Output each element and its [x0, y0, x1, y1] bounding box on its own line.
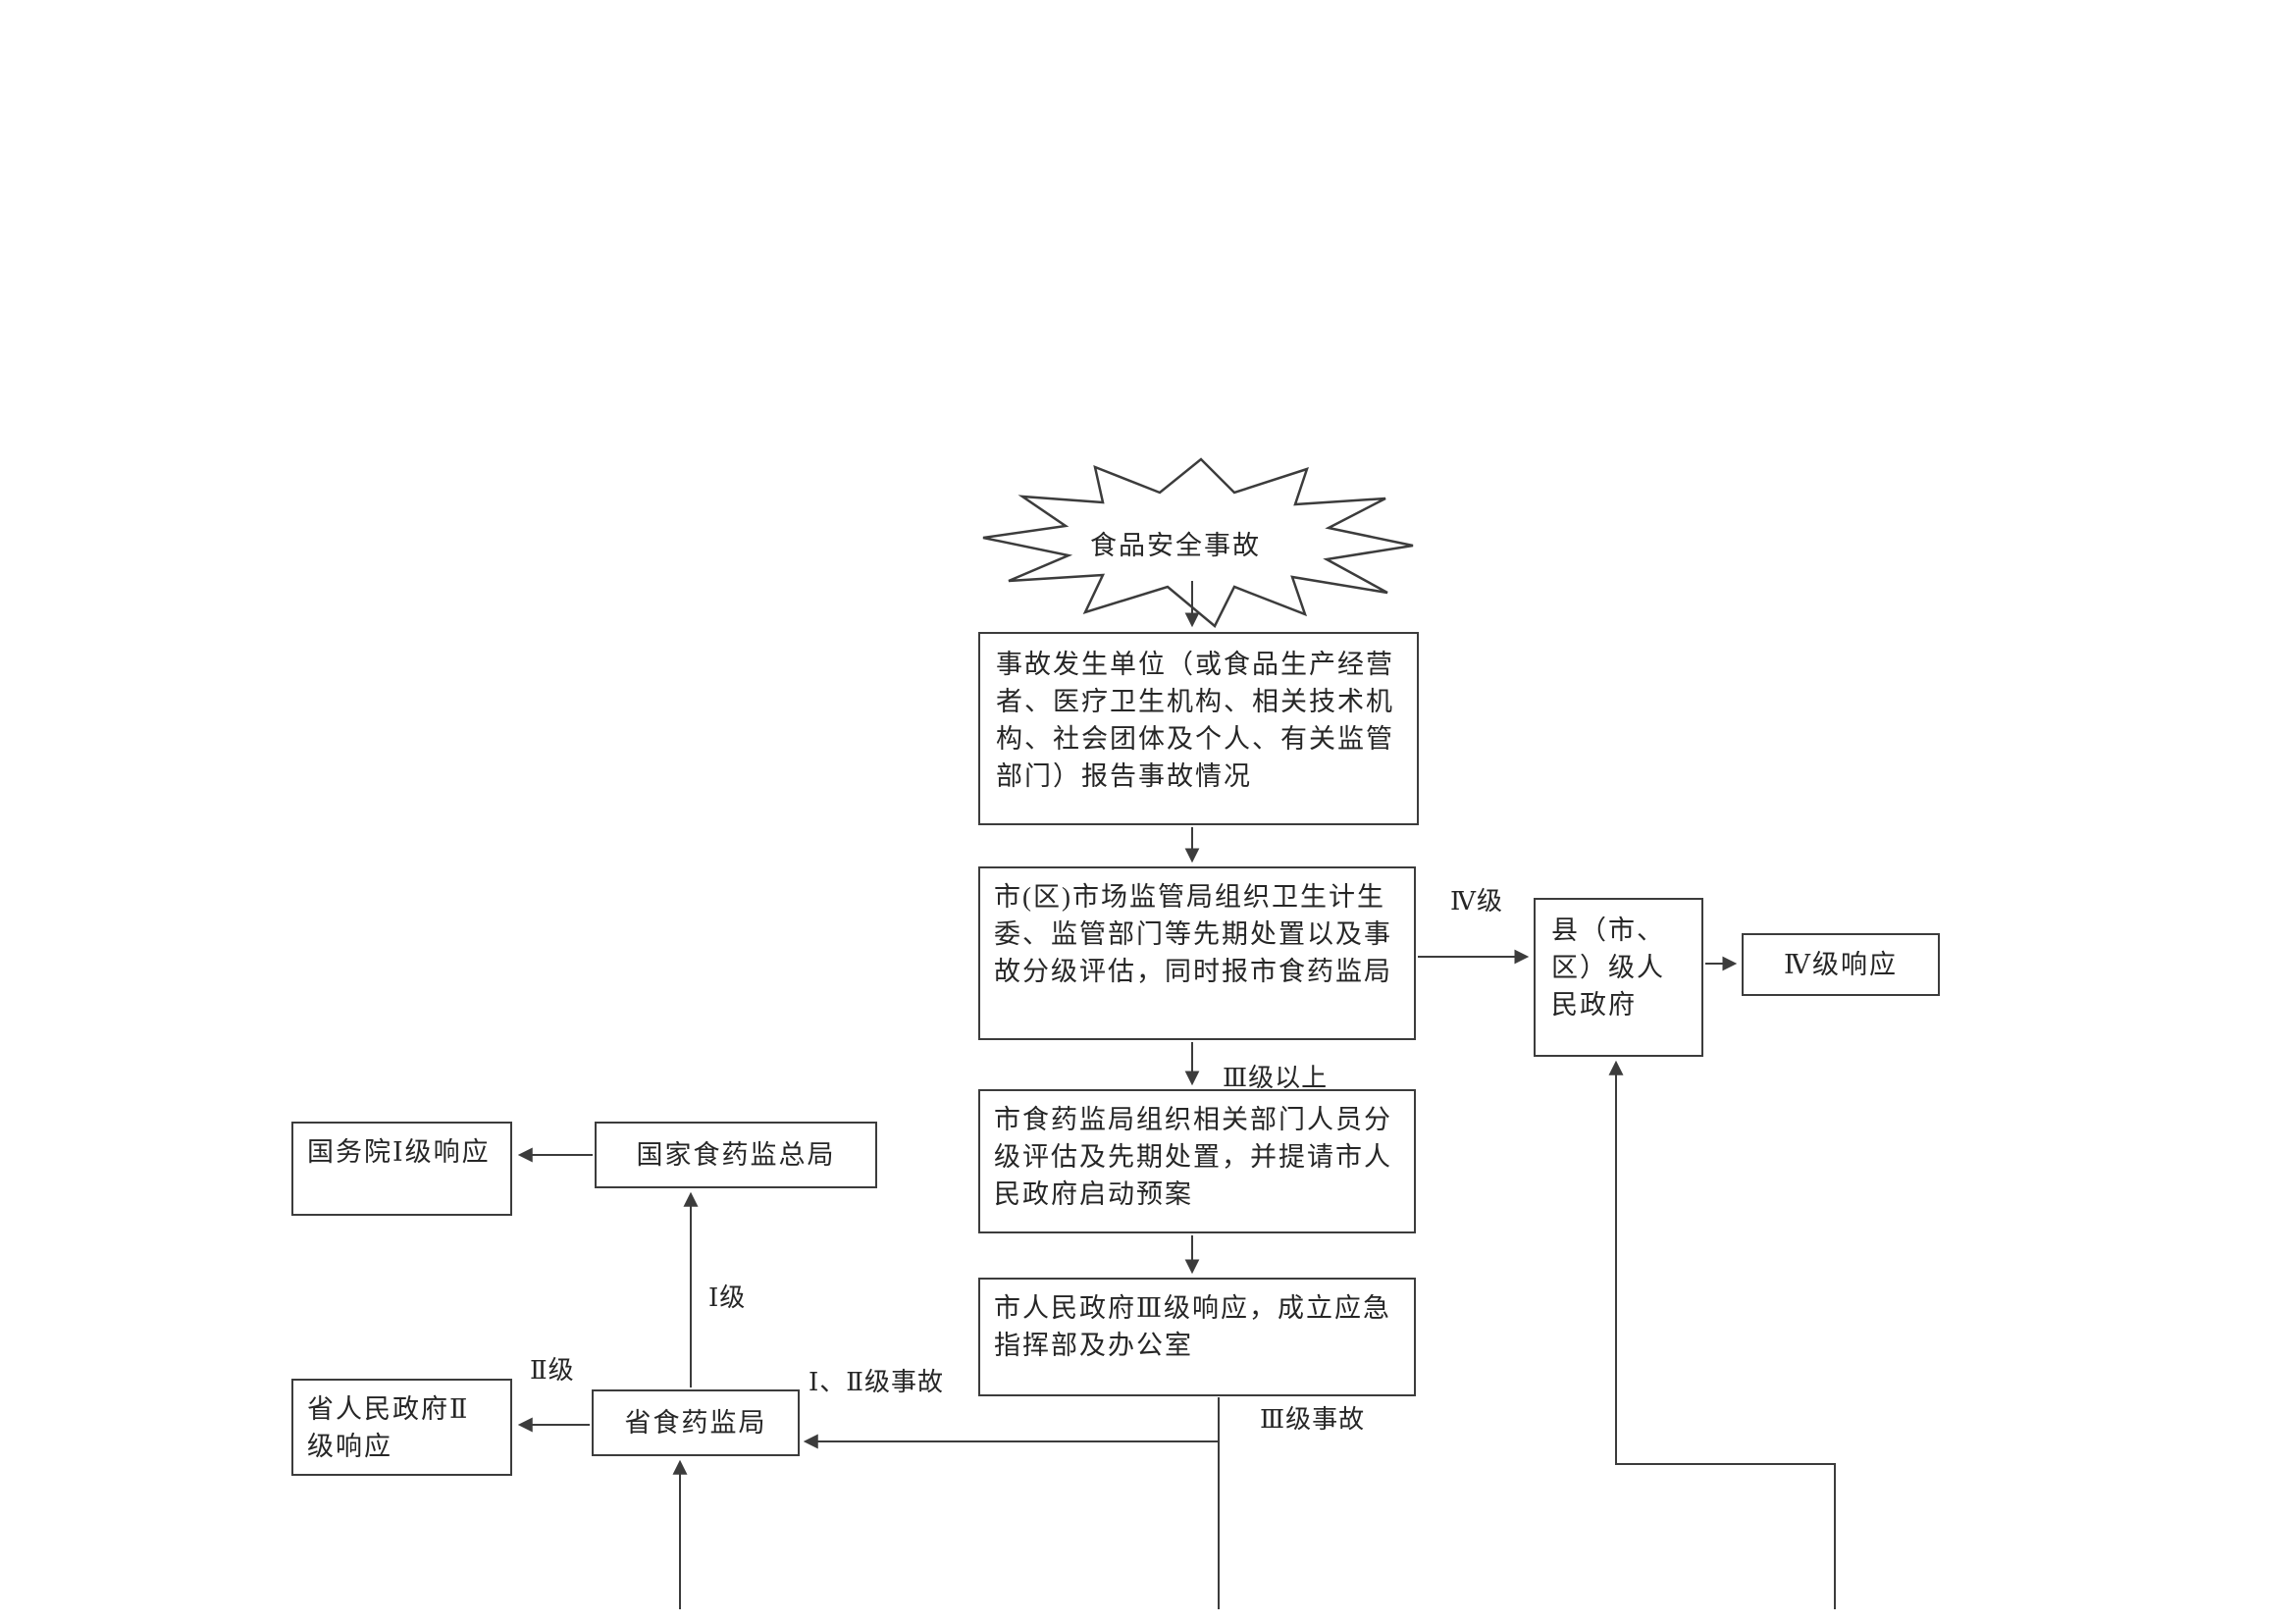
label-level4: Ⅳ级 — [1450, 887, 1503, 916]
box-level4-response: Ⅳ级响应 — [1742, 933, 1940, 996]
box-city-fda: 市食药监局组织相关部门人员分级评估及先期处置，并提请市人民政府启动预案 — [978, 1089, 1416, 1233]
arrow-bottom-to-county — [1608, 1060, 1836, 1609]
burst-label: 食品安全事故 — [1090, 531, 1261, 560]
label-level3-incident: Ⅲ级事故 — [1260, 1405, 1366, 1434]
label-level3-and-above: Ⅲ级以上 — [1223, 1064, 1329, 1092]
box-incident-report: 事故发生单位（或食品生产经营者、医疗卫生机构、相关技术机构、社会团体及个人、有关… — [978, 632, 1419, 825]
label-level1-2-incident: Ⅰ、Ⅱ级事故 — [809, 1368, 944, 1396]
burst-shape — [982, 457, 1414, 628]
box-provincial-fda: 省食药监局 — [592, 1389, 800, 1456]
box-national-fda: 国家食药监总局 — [595, 1122, 877, 1188]
box-city-market-bureau: 市(区)市场监管局组织卫生计生委、监管部门等先期处置以及事故分级评估，同时报市食… — [978, 866, 1416, 1040]
box-county-government: 县（市、区）级人民政府 — [1534, 898, 1703, 1057]
label-level1: Ⅰ级 — [708, 1283, 747, 1312]
box-city-government-response: 市人民政府Ⅲ级响应，成立应急指挥部及办公室 — [978, 1278, 1416, 1396]
label-level2: Ⅱ级 — [530, 1356, 575, 1385]
box-provincial-government-response: 省人民政府Ⅱ级响应 — [291, 1379, 512, 1476]
box-state-council-response: 国务院Ⅰ级响应 — [291, 1122, 512, 1216]
